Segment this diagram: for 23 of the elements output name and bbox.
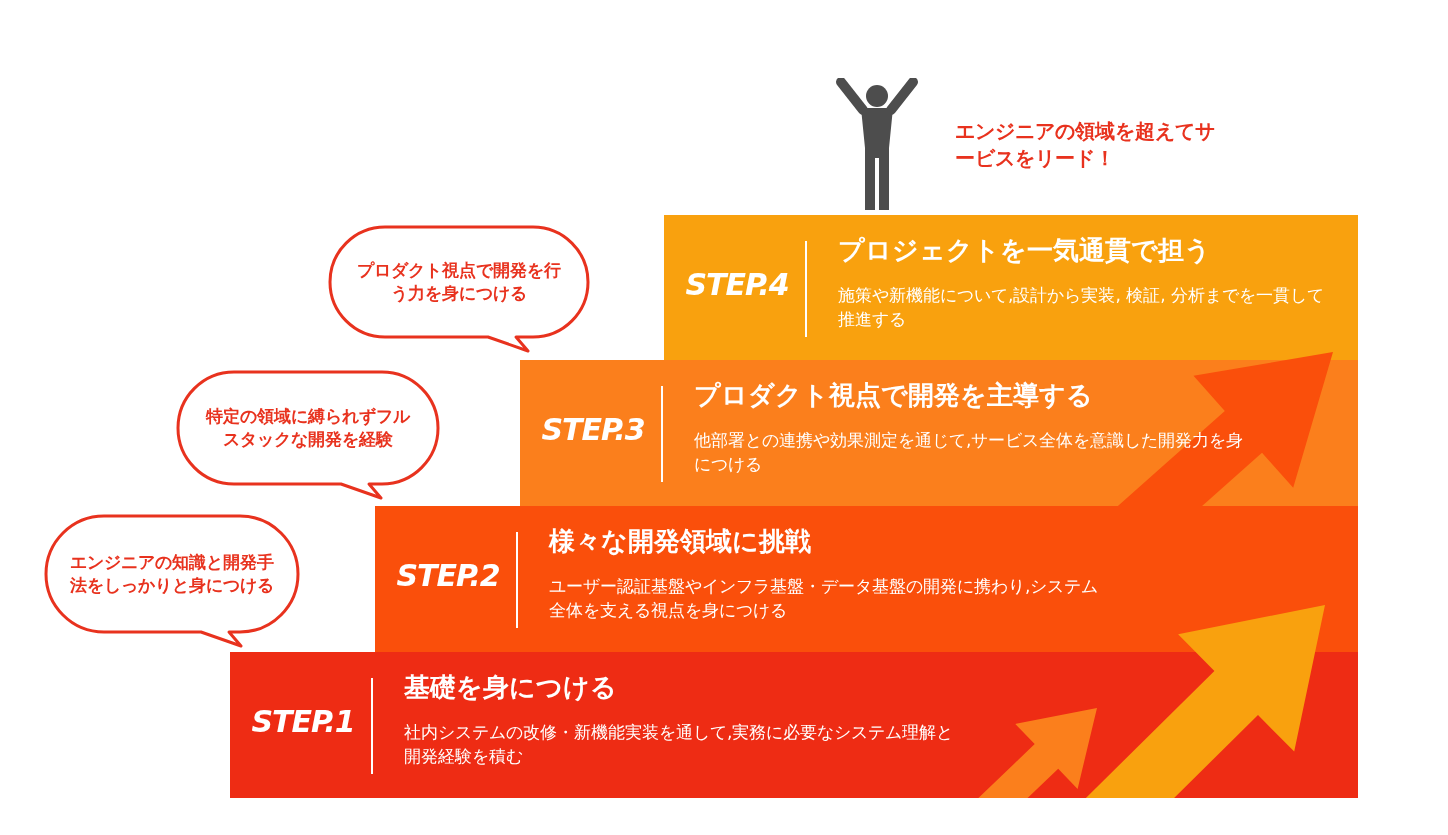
step-title: プロダクト視点で開発を主導する (694, 379, 1093, 412)
step-title: プロジェクトを一気通貫で担う (838, 234, 1211, 267)
step-description: ユーザー認証基盤やインフラ基盤・データ基盤の開発に携わり,システム全体を支える視点を身につける (549, 575, 1100, 622)
step-number: STEP.2 (395, 558, 501, 593)
step-band (664, 215, 1358, 361)
headline-text: エンジニアの領域を超えてサービスをリード！ (955, 118, 1215, 172)
step-number: STEP.1 (250, 704, 356, 739)
step-description: 社内システムの改修・新機能実装を通して,実務に必要なシステム理解と開発経験を積む (404, 721, 955, 768)
step-number: STEP.3 (540, 412, 646, 447)
block-arrow (1117, 352, 1333, 506)
bubble-text: プロダクト視点で開発を行う力を身につける (356, 259, 562, 305)
step-description: 施策や新機能について,設計から実装, 検証, 分析までを一貫して推進する (838, 284, 1326, 331)
block-arrow (1085, 605, 1325, 798)
step-title: 様々な開発領域に挑戦 (549, 525, 811, 558)
step-number: STEP.4 (684, 267, 790, 302)
step-band (375, 506, 1358, 652)
speech-bubble (328, 225, 590, 353)
step-description: 他部署との連携や効果測定を通じて,サービス全体を意識した開発力を身につける (694, 429, 1245, 476)
step-title: 基礎を身につける (404, 671, 617, 704)
bubble-text: エンジニアの知識と開発手法をしっかりと身につける (69, 551, 275, 597)
speech-bubble (176, 370, 440, 500)
speech-bubble (44, 514, 300, 648)
bubble-text: 特定の領域に縛られずフルスタックな開発を経験 (204, 405, 412, 451)
